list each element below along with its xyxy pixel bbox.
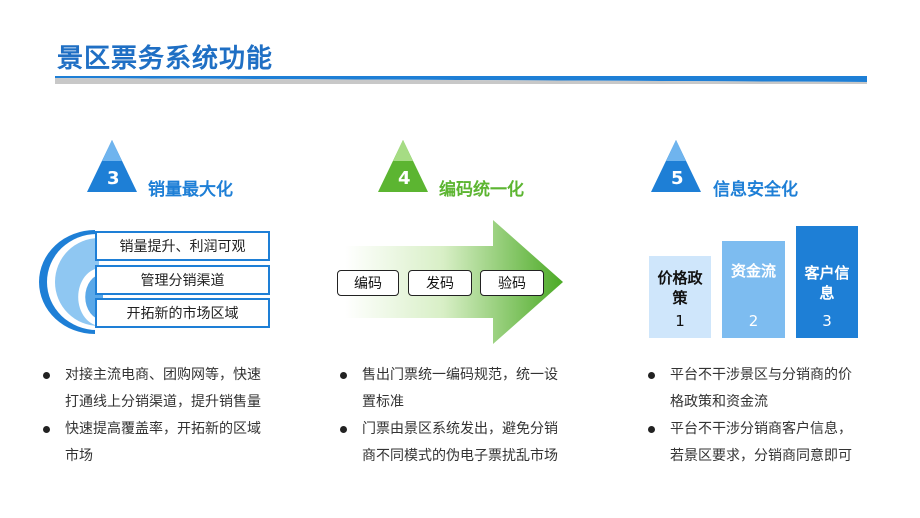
bullet-line: 快速提高覆盖率，开拓新的区域: [65, 421, 261, 437]
bullet-item: 门票由景区系统发出，避免分销 商不同模式的伪电子票扰乱市场: [340, 416, 590, 470]
bullet-list-sales: 对接主流电商、团购网等，快速 打通线上分销渠道，提升销售量 快速提高覆盖率，开拓…: [43, 362, 293, 470]
column-label: 策: [672, 289, 688, 307]
bullet-line: 打通线上分销渠道，提升销售量: [65, 394, 261, 410]
bullet-list-security: 平台不干涉景区与分销商的价 格政策和资金流 平台不干涉分销商客户信息， 若景区要…: [648, 362, 893, 470]
bullet-line: 置标准: [362, 394, 404, 410]
column-label: 息: [819, 284, 835, 302]
column-label: 资金流: [730, 262, 776, 280]
step-encode: 编码: [337, 270, 399, 296]
column-label: 客户信: [804, 264, 850, 282]
bullet-item: 对接主流电商、团购网等，快速 打通线上分销渠道，提升销售量: [43, 362, 293, 416]
bullet-line: 售出门票统一编码规范，统一设: [362, 367, 558, 383]
bullet-line: 对接主流电商、团购网等，快速: [65, 367, 261, 383]
section-heading-coding: 编码统一化: [439, 180, 524, 200]
column-number: 2: [748, 312, 759, 330]
bullet-line: 门票由景区系统发出，避免分销: [362, 421, 558, 437]
step-verify: 验码: [480, 270, 544, 296]
section-heading-sales: 销量最大化: [148, 180, 233, 200]
bullet-line: 市场: [65, 448, 93, 464]
column-number: 1: [675, 312, 685, 330]
level-item-2: 管理分销渠道: [95, 265, 270, 295]
step-issue: 发码: [408, 270, 472, 296]
triangle-badge-5: [651, 140, 701, 192]
section-heading-security: 信息安全化: [713, 180, 798, 200]
bullet-item: 售出门票统一编码规范，统一设 置标准: [340, 362, 590, 416]
bullet-item: 快速提高覆盖率，开拓新的区域 市场: [43, 416, 293, 470]
triangle-badge-3: [87, 140, 137, 192]
bullet-line: 格政策和资金流: [670, 394, 768, 410]
bullet-line: 平台不干涉景区与分销商的价: [670, 367, 852, 383]
triangle-badge-4: [378, 140, 428, 192]
column-label: 价格政: [657, 269, 703, 287]
page-title: 景区票务系统功能: [57, 44, 274, 74]
section-number: 4: [398, 168, 411, 189]
bullet-line: 平台不干涉分销商客户信息，: [670, 421, 852, 437]
column-price-policy: 价格政 策 1: [649, 256, 711, 338]
section-number: 5: [671, 168, 684, 189]
column-customer-info: 客户信 息 3: [796, 226, 858, 338]
section-number: 3: [107, 168, 120, 189]
bullet-item: 平台不干涉分销商客户信息， 若景区要求，分销商同意即可: [648, 416, 893, 470]
bullet-line: 若景区要求，分销商同意即可: [670, 448, 852, 464]
column-number: 3: [822, 312, 832, 330]
title-divider: [55, 76, 867, 84]
level-item-3: 开拓新的市场区域: [95, 298, 270, 328]
level-item-1: 销量提升、利润可观: [95, 231, 270, 261]
bullet-list-coding: 售出门票统一编码规范，统一设 置标准 门票由景区系统发出，避免分销 商不同模式的…: [340, 362, 590, 470]
bullet-line: 商不同模式的伪电子票扰乱市场: [362, 448, 558, 464]
bullet-item: 平台不干涉景区与分销商的价 格政策和资金流: [648, 362, 893, 416]
column-cash-flow: 资金流 2: [722, 241, 785, 338]
